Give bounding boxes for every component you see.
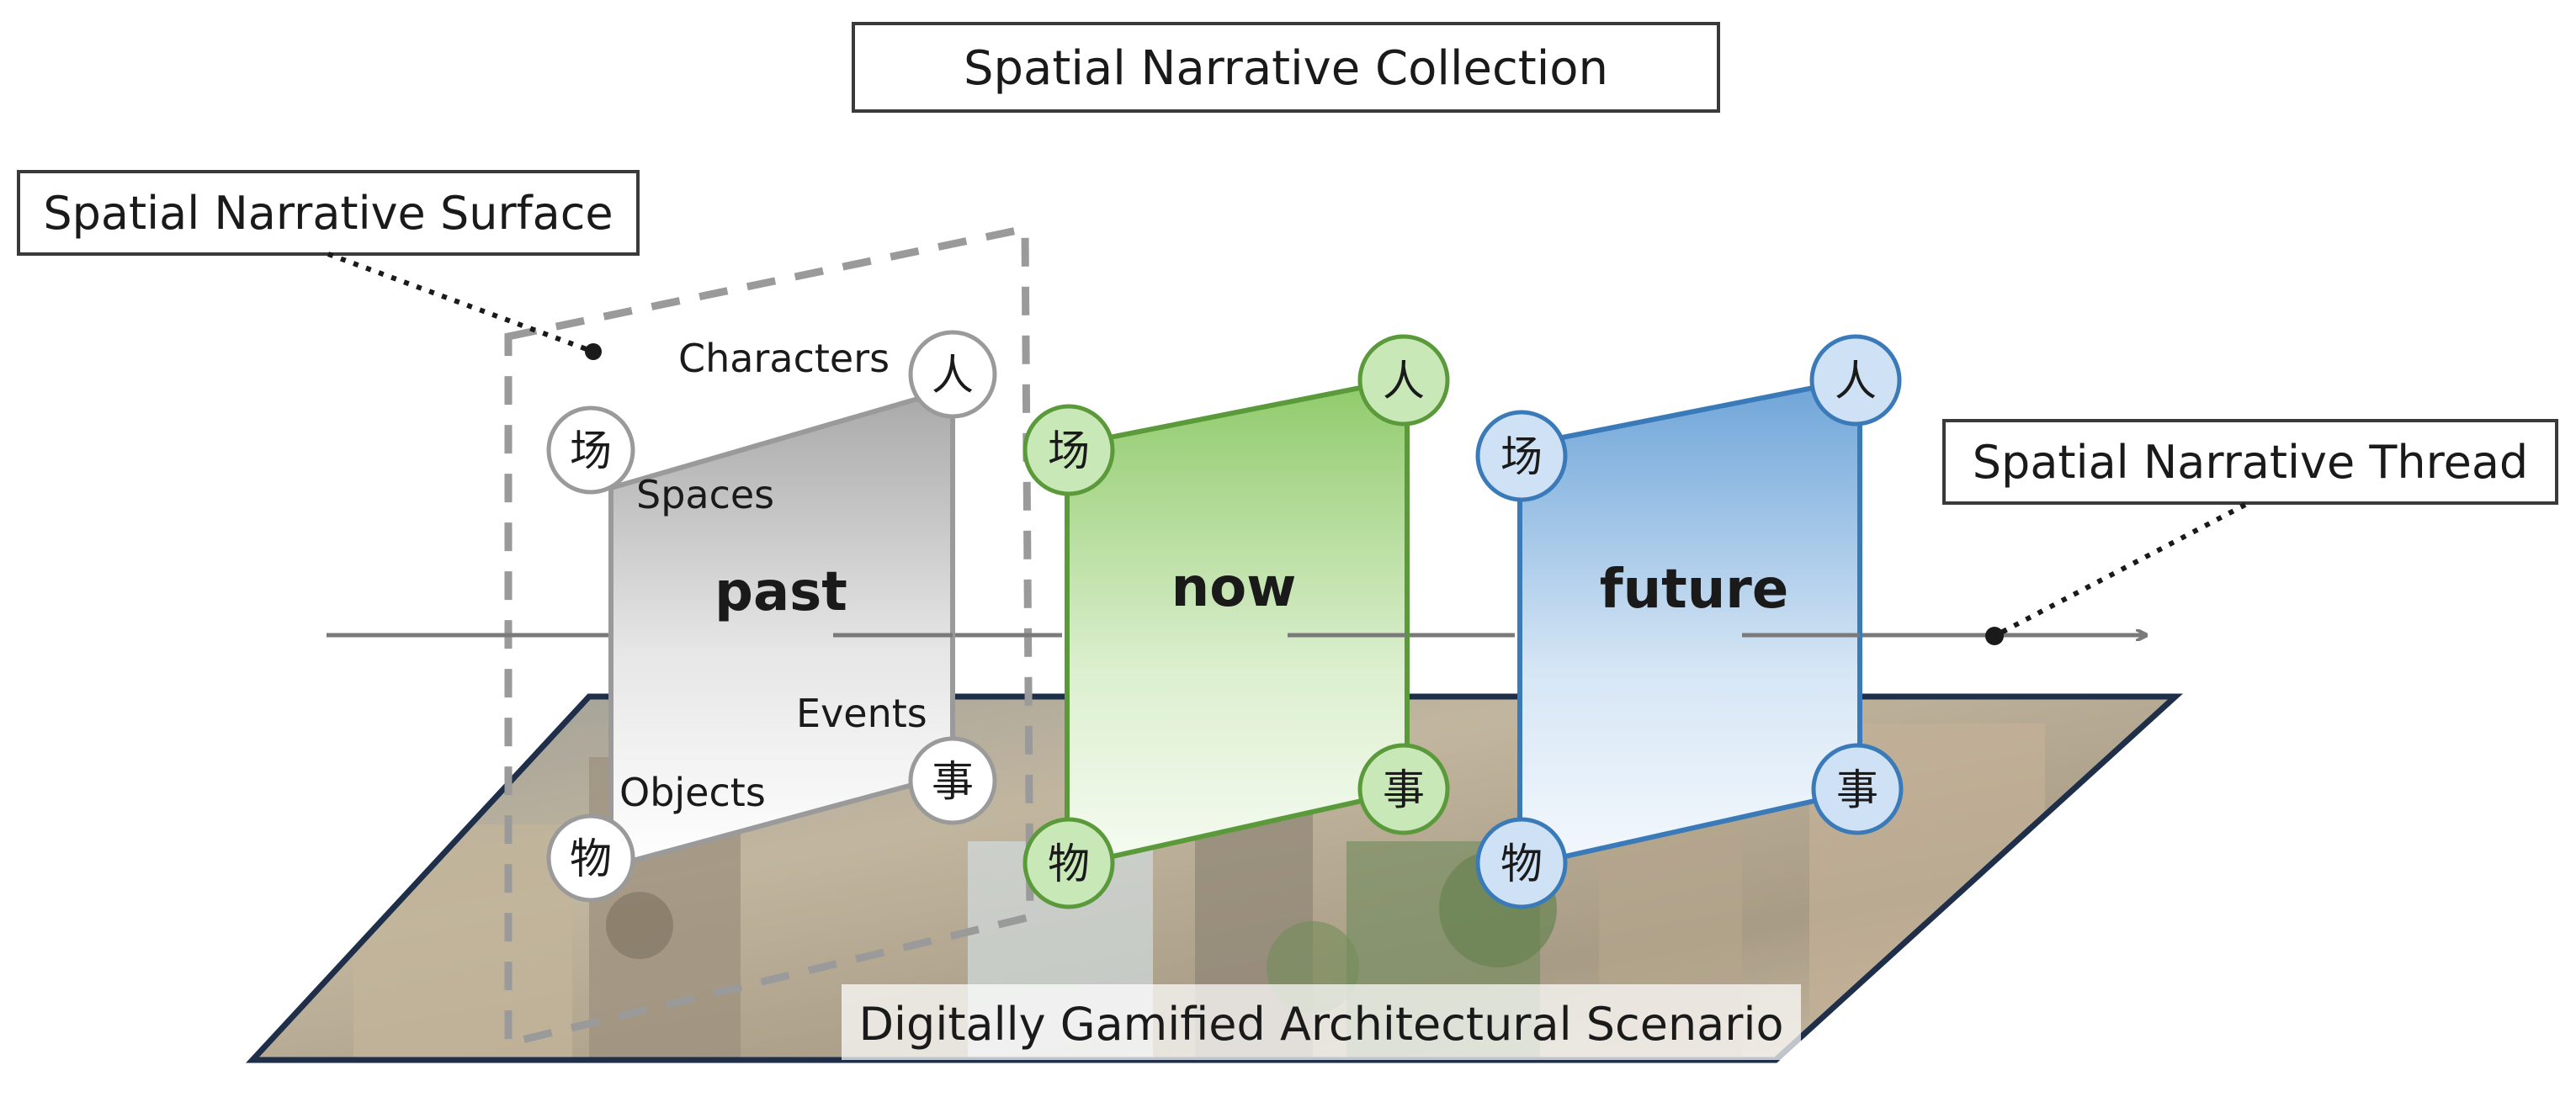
glyph-objects-icon: 物: [1048, 840, 1090, 888]
panel-now: now: [1065, 375, 1410, 870]
glyph-objects-icon: 物: [570, 835, 612, 883]
future-circles: 人 场 事 物: [1475, 334, 1904, 909]
scenario-label: Digitally Gamified Architectural Scenari…: [858, 998, 1783, 1051]
surface-label-box: Spatial Narrative Surface: [17, 170, 640, 360]
thread-leader-dot: [1985, 627, 2004, 645]
glyph-characters-icon: 人: [932, 351, 974, 400]
label-spaces: Spaces: [636, 472, 774, 517]
glyph-events-icon: 事: [1383, 766, 1425, 814]
glyph-objects-icon: 物: [1500, 840, 1543, 888]
label-events: Events: [796, 691, 927, 736]
label-characters: Characters: [678, 336, 890, 381]
glyph-spaces-icon: 场: [570, 427, 612, 475]
collection-label-box: Spatial Narrative Collection: [852, 22, 1720, 113]
glyph-characters-icon: 人: [1835, 357, 1877, 405]
collection-label: Spatial Narrative Collection: [964, 41, 1608, 96]
scenario-label-group: Digitally Gamified Architectural Scenari…: [842, 984, 1801, 1060]
surface-leader-line: [327, 252, 595, 354]
panel-future: future: [1517, 375, 1862, 870]
surface-leader-dot: [585, 343, 602, 360]
panel-title-past: past: [714, 561, 847, 623]
thread-leader-line: [1993, 502, 2247, 639]
narrative-surface-dashed: [504, 224, 1034, 1048]
past-circles: 人 场 事 物: [546, 330, 997, 903]
glyph-events-icon: 事: [1836, 766, 1878, 814]
thread-label: Spatial Narrative Thread: [1973, 436, 2528, 489]
glyph-events-icon: 事: [932, 757, 974, 806]
label-objects: Objects: [619, 770, 766, 815]
panel-title-future: future: [1600, 559, 1789, 621]
now-circles: 人 场 事 物: [1022, 334, 1450, 909]
surface-label: Spatial Narrative Surface: [43, 187, 613, 240]
thread-label-box: Spatial Narrative Thread: [1942, 419, 2558, 645]
glyph-spaces-icon: 场: [1500, 432, 1543, 481]
glyph-characters-icon: 人: [1383, 357, 1425, 405]
glyph-spaces-icon: 场: [1048, 427, 1090, 475]
panel-title-now: now: [1171, 557, 1297, 619]
